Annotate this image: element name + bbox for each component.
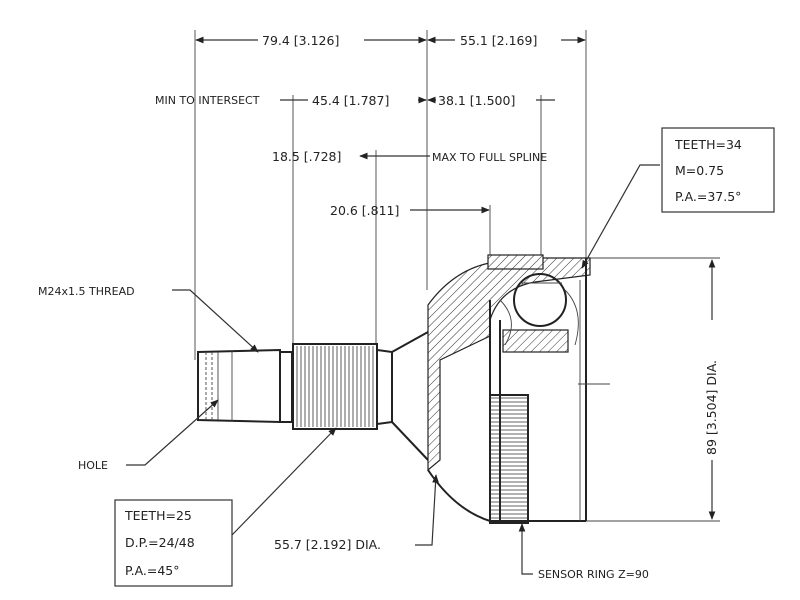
inner-pressure-angle: P.A.=37.5°	[675, 189, 741, 204]
hole-label: HOLE	[78, 459, 108, 472]
outer-spline	[292, 331, 429, 461]
outer-diametral-pitch: D.P.=24/48	[125, 535, 195, 550]
bell-housing	[427, 254, 610, 522]
offset-dim: 20.6 [.811]	[330, 203, 399, 218]
callout-labels: M24x1.5 THREAD HOLE SENSOR RING Z=90	[38, 285, 649, 581]
spec-box-outer: TEETH=25 D.P.=24/48 P.A.=45°	[114, 499, 233, 587]
overall-right-dim: 55.1 [2.169]	[460, 33, 537, 48]
min-to-intersect-dim: 45.4 [1.787]	[312, 93, 389, 108]
shaft-dia-dim: 55.7 [2.192] DIA.	[274, 537, 381, 552]
thread-label: M24x1.5 THREAD	[38, 285, 135, 298]
extension-lines	[194, 30, 720, 522]
sensor-ring	[489, 394, 529, 524]
leader-lines	[126, 164, 660, 575]
outer-dia-dim: 89 [3.504] DIA.	[704, 360, 719, 455]
max-to-full-spline-label: MAX TO FULL SPLINE	[432, 151, 547, 164]
min-to-intersect-label: MIN TO INTERSECT	[155, 94, 260, 107]
inner-teeth: TEETH=34	[674, 137, 742, 152]
outer-pressure-angle: P.A.=45°	[125, 563, 180, 578]
sensor-ring-label: SENSOR RING Z=90	[538, 568, 649, 581]
right-spline-dim: 38.1 [1.500]	[438, 93, 515, 108]
overall-left-dim: 79.4 [3.126]	[262, 33, 339, 48]
spec-box-inner: TEETH=34 M=0.75 P.A.=37.5°	[661, 127, 775, 213]
inner-module: M=0.75	[675, 163, 724, 178]
spline-length-dim: 18.5 [.728]	[272, 149, 341, 164]
threaded-stub	[197, 348, 293, 424]
outer-teeth: TEETH=25	[124, 508, 192, 523]
dimension-texts: 79.4 [3.126] 55.1 [2.169] MIN TO INTERSE…	[155, 32, 721, 552]
